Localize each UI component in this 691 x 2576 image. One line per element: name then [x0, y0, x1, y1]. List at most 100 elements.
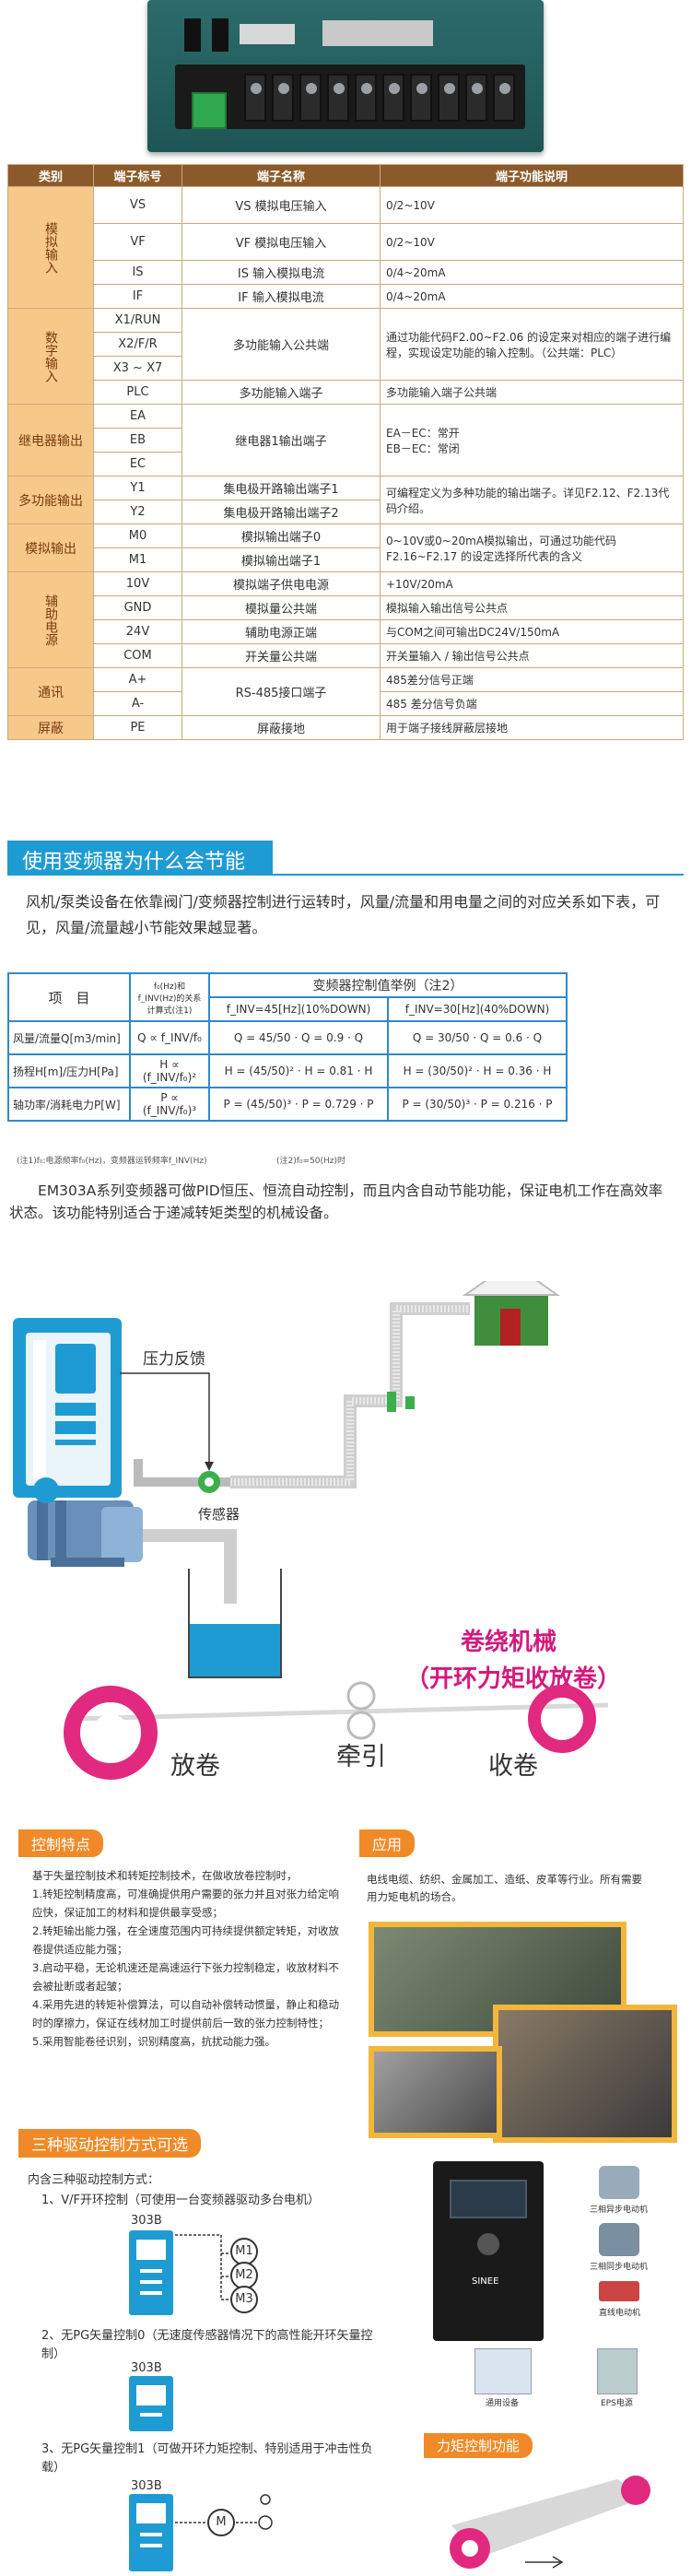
name-cell: VF 模拟电压输入: [182, 223, 381, 261]
energy-desc: EM303A系列变频器可做PID恒压、恒流自动控制，而且内含自动节能功能，保证电…: [9, 1182, 663, 1221]
table-row: 扬程H[m]/压力H[Pa] H ∝ (f_INV/f₀)² H = (45/5…: [7, 1053, 568, 1088]
code-cell: M1: [93, 547, 182, 572]
rewind-label: 收卷: [488, 1752, 538, 1781]
drive-mode-1: 1、V/F开环控制（可使用一台变频器驱动多台电机）: [41, 2194, 321, 2207]
traction-label: 牵引: [336, 1743, 386, 1771]
name-cell: 多功能输入端子: [182, 380, 381, 405]
desc-cell: 0/2~10V: [380, 223, 684, 261]
name-cell: 模拟端子供电电源: [182, 571, 381, 596]
desc-cell: 0/4~20mA: [380, 260, 684, 285]
terminal-table: 类别 端子标号 端子名称 端子功能说明 模拟输入 VS VS 模拟电压输入 0/…: [7, 164, 684, 740]
desc-cell: 通过功能代码F2.00~F2.06 的设定来对相应的端子进行编程，实现设定功能的…: [380, 308, 684, 381]
torque-title: 力矩控制功能: [424, 2433, 533, 2458]
motor-icon-3: [599, 2281, 639, 2301]
energy-col-formula: f₀(Hz)和f_INV(Hz)的关系计算式(注1): [129, 972, 210, 1022]
inverter-icon-3: [129, 2494, 173, 2571]
code-cell: M0: [93, 523, 182, 548]
name-cell: IF 输入模拟电流: [182, 284, 381, 309]
table-row: 轴功率/消耗电力P[W] P ∝ (f_INV/f₀)³ P = (45/50)…: [7, 1087, 568, 1122]
energy-formula: Q ∝ f_INV/f₀: [129, 1020, 210, 1055]
winding-subtitle: （开环力矩收放卷）: [405, 1664, 621, 1693]
control-board-photo: [147, 0, 544, 152]
energy-col-45: f_INV=45[Hz](10%DOWN): [208, 996, 389, 1022]
drive-mode-3: 3、无PG矢量控制1（可做开环力矩控制、特别适用于冲击性负载）: [41, 2442, 373, 2475]
code-cell: A+: [93, 667, 182, 692]
table-row: 模拟输入 VS VS 模拟电压输入 0/2~10V: [7, 186, 684, 309]
section-title-energy: 使用变频器为什么会节能: [7, 841, 273, 876]
name-cell: VS 模拟电压输入: [182, 186, 381, 224]
name-cell: 开关量公共端: [182, 643, 381, 668]
table-row: 模拟输出 M0 模拟输出端子0 0~10V或0~20mA模拟输出，可通过功能代码…: [7, 523, 684, 572]
energy-col-30: f_INV=30[Hz](40%DOWN): [387, 996, 568, 1022]
code-cell: A-: [93, 691, 182, 716]
motor-icon-2: [599, 2223, 639, 2256]
code-cell: GND: [93, 595, 182, 620]
desc-cell: 模拟输入输出信号公共点: [380, 595, 684, 620]
code-cell: EB: [93, 428, 182, 453]
table-row: 数字输入 X1/RUN 多功能输入公共端 通过功能代码F2.00~F2.06 的…: [7, 308, 684, 405]
motor-m2: M2: [230, 2262, 258, 2289]
device-icon-2: [597, 2348, 638, 2394]
table-row: 辅助电源 10V 模拟端子供电电源 +10V/20mA: [7, 571, 684, 668]
table-row: IF IF 输入模拟电流 0/4~20mA: [8, 284, 684, 309]
section-divider: [273, 874, 684, 876]
factory-photo-3: [369, 2046, 502, 2138]
table-row: A- 485 差分信号负端: [8, 691, 684, 716]
features-title: 控制特点: [18, 1829, 104, 1857]
drive-mode-2: 2、无PG矢量控制0（无速度传感器情况下的高性能开环矢量控制）: [41, 2329, 373, 2361]
desc-cell: +10V/20mA: [380, 571, 684, 596]
name-cell: RS-485接口端子: [182, 667, 381, 716]
energy-col-group: 变频器控制值举例（注2）: [208, 972, 568, 998]
category-cell: 通讯: [7, 667, 94, 716]
table-row: 风量/流量Q[m3/min] Q ∝ f_INV/f₀ Q = 45/50 · …: [7, 1020, 568, 1055]
code-cell: VS: [93, 186, 182, 224]
drive-modes-title: 三种驱动控制方式可选: [18, 2129, 201, 2158]
name-cell: 模拟输出端子1: [182, 547, 381, 572]
device-label-eps: EPS电源: [601, 2399, 633, 2408]
name-cell: 辅助电源正端: [182, 619, 381, 644]
drive-modes-intro: 内含三种驱动控制方式：: [28, 2173, 160, 2187]
table-row: PLC 多功能输入端子 多功能输入端子公共端: [8, 380, 684, 405]
energy-item: 风量/流量Q[m3/min]: [7, 1020, 131, 1055]
table-row: 继电器输出 EA 继电器1输出端子 EA－EC：常开 EB－EC：常闭: [7, 404, 684, 476]
device-label-general: 通用设备: [486, 2399, 520, 2408]
col-desc: 端子功能说明: [380, 164, 684, 187]
motor-m3: M3: [230, 2286, 258, 2313]
table-row: Y2 集电极开路输出端子2: [8, 500, 684, 524]
energy-v30: H = (30/50)² · H = 0.36 · H: [387, 1053, 568, 1088]
category-cell: 屏蔽: [7, 715, 94, 740]
code-cell: PE: [93, 715, 182, 740]
category-cell: 模拟输出: [7, 523, 94, 572]
table-row: 屏蔽 PE 屏蔽接地 用于端子接线屏蔽层接地: [7, 715, 684, 740]
category-cell: 辅助电源: [7, 571, 94, 668]
code-cell: X3 ~ X7: [93, 356, 182, 381]
house-icon: [462, 1281, 561, 1346]
inverter-icon-1: [129, 2230, 173, 2315]
desc-cell: 多功能输入端子公共端: [380, 380, 684, 405]
wiring-mode-3: [175, 2494, 273, 2530]
energy-intro: 风机/泵类设备在依靠阀门/变频器控制进行运转时，风量/流量和用电量之间的对应关系…: [26, 893, 661, 936]
code-cell: VF: [93, 223, 182, 261]
energy-header-row: 项 目 f₀(Hz)和f_INV(Hz)的关系计算式(注1) 变频器控制值举例（…: [7, 972, 568, 1022]
unwind-roller: [64, 1686, 158, 1780]
energy-v45: P = (45/50)³ · P = 0.729 · P: [208, 1087, 389, 1122]
code-cell: PLC: [93, 380, 182, 405]
energy-note-1: (注1)f₀:电源频率f₀(Hz)，变频器运转频率f_INV(Hz): [17, 1157, 207, 1166]
name-cell: 继电器1输出端子: [182, 404, 381, 476]
sensor-label: 传感器: [198, 1506, 240, 1523]
code-cell: IS: [93, 260, 182, 285]
category-cell: 多功能输出: [7, 476, 94, 524]
device-label-3: 303B: [131, 2479, 162, 2493]
name-cell: 模拟输出端子0: [182, 523, 381, 548]
energy-col-item: 项 目: [7, 972, 131, 1022]
device-label-1: 303B: [131, 2214, 162, 2228]
code-cell: X2/F/R: [93, 332, 182, 357]
motor-label-2: 三相同步电动机: [590, 2263, 649, 2272]
brand-label: SINEE: [472, 2276, 499, 2287]
inverter-unit: [13, 1318, 122, 1498]
pressure-feedback-label: 压力反馈: [143, 1350, 205, 1369]
table-row: X3 ~ X7: [8, 356, 684, 381]
energy-note-2: (注2)f₀=50(Hz)时: [276, 1157, 346, 1166]
desc-cell: 0~10V或0~20mA模拟输出，可通过功能代码 F2.16~F2.17 的设定…: [380, 523, 684, 572]
table-row: 通讯 A+ RS-485接口端子 485差分信号正端: [7, 667, 684, 716]
